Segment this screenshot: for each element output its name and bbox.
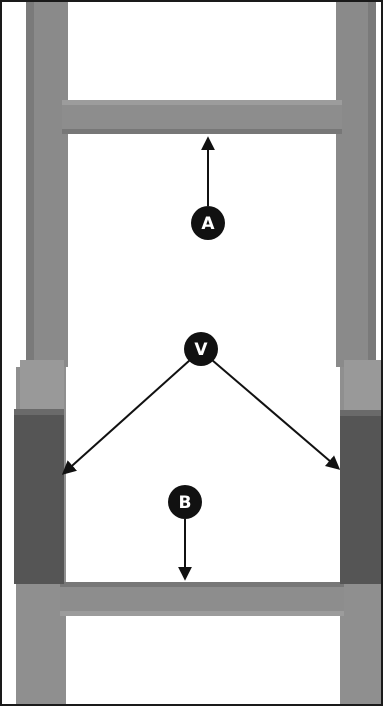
right-rail-joint — [344, 360, 381, 410]
callout-b-label: B — [179, 493, 192, 513]
arrow-v-right — [211, 359, 341, 470]
right-rail-upper-shade — [368, 2, 376, 367]
bottom-rung-shadow — [60, 611, 344, 616]
callout-a-label: A — [201, 214, 215, 234]
right-bracket — [340, 410, 381, 584]
left-bracket — [14, 409, 64, 584]
bottom-rung — [60, 582, 344, 616]
callout-a-badge — [191, 206, 225, 240]
left-bracket-highlight — [14, 409, 64, 415]
left-rail-upper-shade — [26, 2, 34, 367]
callout-v-badge — [184, 332, 218, 366]
callout-b-badge — [168, 485, 202, 519]
left-rail-joint — [20, 360, 64, 410]
top-rung — [62, 100, 342, 134]
right-bracket-highlight — [340, 410, 381, 416]
bottom-rung-edge — [60, 582, 344, 587]
top-rung-shadow — [62, 129, 342, 134]
top-rung-edge — [62, 100, 342, 105]
callout-v-label: V — [194, 340, 208, 360]
arrow-v-left — [61, 359, 191, 475]
